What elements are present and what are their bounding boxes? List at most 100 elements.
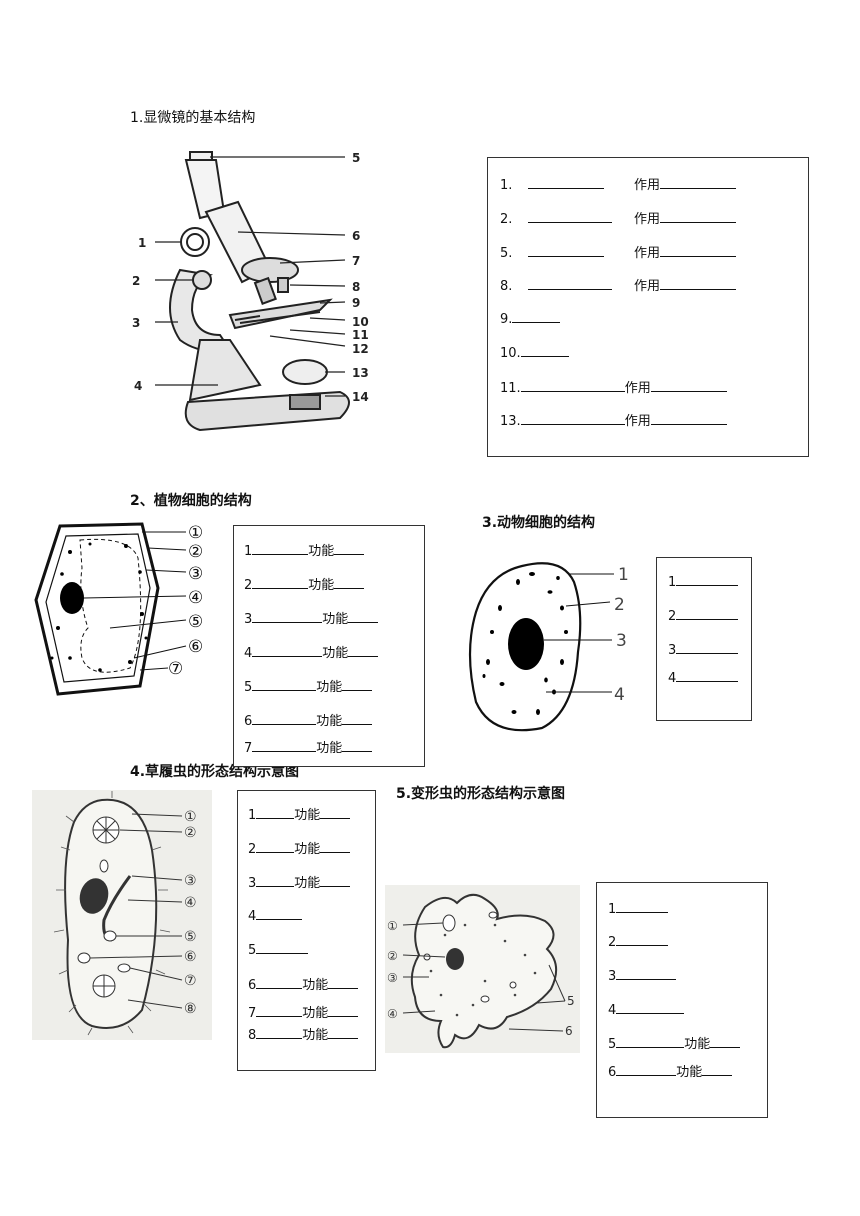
blank[interactable] xyxy=(256,805,295,819)
blank[interactable] xyxy=(616,932,669,946)
blank[interactable] xyxy=(252,575,309,589)
blank[interactable] xyxy=(528,209,612,223)
plant-label-1: ① xyxy=(188,523,203,543)
blank[interactable] xyxy=(328,1003,359,1017)
blank[interactable] xyxy=(512,309,561,323)
blank[interactable] xyxy=(650,411,727,425)
plant-label-5: ⑤ xyxy=(188,612,203,632)
blank[interactable] xyxy=(616,899,669,913)
paramecium-diagram: ① ② ③ ④ ⑤ ⑥ ⑦ ⑧ xyxy=(32,790,212,1040)
blank[interactable] xyxy=(342,738,373,752)
blank[interactable] xyxy=(616,1062,677,1076)
blank[interactable] xyxy=(528,243,604,257)
answer-row: 3 xyxy=(668,640,739,658)
blank[interactable] xyxy=(252,711,317,725)
blank[interactable] xyxy=(256,906,303,920)
blank[interactable] xyxy=(320,839,351,853)
paramecium-label-7: ⑦ xyxy=(184,973,197,989)
blank[interactable] xyxy=(252,609,323,623)
microscope-label-4: 4 xyxy=(134,379,142,393)
answer-row: 2 xyxy=(668,606,739,624)
blank[interactable] xyxy=(660,243,737,257)
blank[interactable] xyxy=(334,541,365,555)
plant-label-3: ③ xyxy=(188,564,203,584)
blank[interactable] xyxy=(256,839,295,853)
amoeba-label-3: ③ xyxy=(387,971,398,985)
blank[interactable] xyxy=(256,873,295,887)
blank[interactable] xyxy=(320,805,351,819)
blank[interactable] xyxy=(660,175,737,189)
answer-row: 1 xyxy=(608,899,669,917)
blank[interactable] xyxy=(256,1025,303,1039)
blank[interactable] xyxy=(342,711,373,725)
blank[interactable] xyxy=(256,975,303,989)
blank[interactable] xyxy=(616,1000,685,1014)
blank[interactable] xyxy=(676,640,739,654)
blank[interactable] xyxy=(660,276,737,290)
blank[interactable] xyxy=(348,643,379,657)
paramecium-label-8: ⑧ xyxy=(184,1001,197,1017)
blank[interactable] xyxy=(616,966,677,980)
answer-row: 5 xyxy=(248,940,309,958)
blank[interactable] xyxy=(520,411,625,425)
answer-row: 9. xyxy=(500,309,561,327)
microscope-label-13: 13 xyxy=(352,366,369,380)
blank[interactable] xyxy=(676,606,739,620)
blank[interactable] xyxy=(252,643,323,657)
blank[interactable] xyxy=(676,572,739,586)
plant-label-4: ④ xyxy=(188,588,203,608)
answer-row: 13.作用 xyxy=(500,410,727,429)
blank[interactable] xyxy=(342,677,373,691)
microscope-label-9: 9 xyxy=(352,296,360,310)
paramecium-label-2: ② xyxy=(184,825,197,841)
blank[interactable] xyxy=(676,668,739,682)
paramecium-label-6: ⑥ xyxy=(184,949,197,965)
answer-row: 2 xyxy=(608,932,669,950)
microscope-label-14: 14 xyxy=(352,390,369,404)
blank[interactable] xyxy=(252,677,317,691)
answer-row: 3 xyxy=(608,966,677,984)
answer-row: 5.作用 xyxy=(500,242,737,261)
blank[interactable] xyxy=(528,276,612,290)
blank[interactable] xyxy=(328,975,359,989)
answer-row: 4 xyxy=(608,1000,685,1018)
amoeba-label-6: 6 xyxy=(565,1024,573,1038)
microscope-label-10: 10 xyxy=(352,315,369,329)
blank[interactable] xyxy=(334,575,365,589)
blank[interactable] xyxy=(256,1003,303,1017)
blank[interactable] xyxy=(710,1034,741,1048)
microscope-label-8: 8 xyxy=(352,280,360,294)
blank[interactable] xyxy=(320,873,351,887)
blank[interactable] xyxy=(256,940,309,954)
blank[interactable] xyxy=(616,1034,685,1048)
blank[interactable] xyxy=(328,1025,359,1039)
microscope-label-11: 11 xyxy=(352,328,369,342)
answer-row: 10. xyxy=(500,343,569,361)
animal-label-1: 1 xyxy=(618,565,629,585)
blank[interactable] xyxy=(702,1062,733,1076)
answer-row: 1.作用 xyxy=(500,174,737,193)
blank[interactable] xyxy=(520,378,625,392)
blank[interactable] xyxy=(528,175,604,189)
blank[interactable] xyxy=(520,343,569,357)
blank[interactable] xyxy=(252,738,317,752)
blank[interactable] xyxy=(348,609,379,623)
amoeba-label-4: ④ xyxy=(387,1007,398,1021)
animal-label-3: 3 xyxy=(616,631,627,651)
answer-row: 11.作用 xyxy=(500,377,727,396)
blank[interactable] xyxy=(252,541,309,555)
microscope-label-1: 1 xyxy=(138,236,146,250)
microscope-answer-box: 1.作用 2.作用 5.作用 8.作用 9. 10. 11.作用 13.作用 xyxy=(487,157,809,457)
blank[interactable] xyxy=(660,209,737,223)
blank[interactable] xyxy=(650,378,727,392)
microscope-title: 1.显微镜的基本结构 xyxy=(130,110,256,126)
